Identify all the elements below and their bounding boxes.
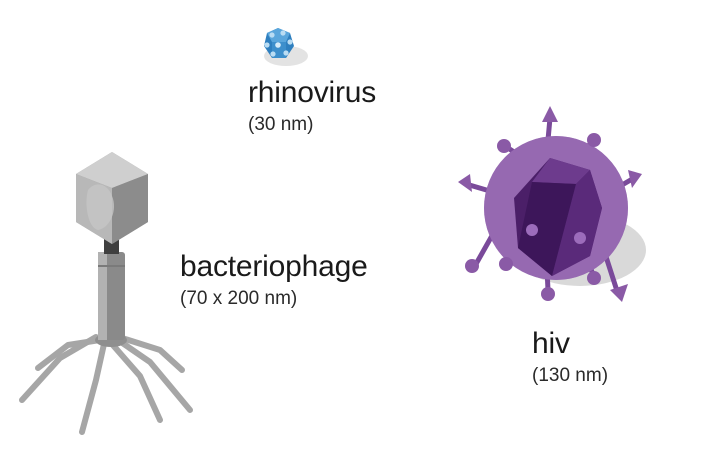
bacteriophage-size: (70 x 200 nm) xyxy=(180,288,298,309)
rhinovirus-name: rhinovirus xyxy=(248,76,377,109)
hiv-size: (130 nm) xyxy=(532,365,609,386)
hiv-name: hiv xyxy=(532,327,570,360)
hiv-icon xyxy=(458,106,646,302)
bacteriophage-name: bacteriophage xyxy=(180,250,368,283)
rhinovirus-icon xyxy=(264,28,308,66)
bacteriophage-icon xyxy=(19,152,193,435)
rhinovirus-size: (30 nm) xyxy=(248,114,314,135)
